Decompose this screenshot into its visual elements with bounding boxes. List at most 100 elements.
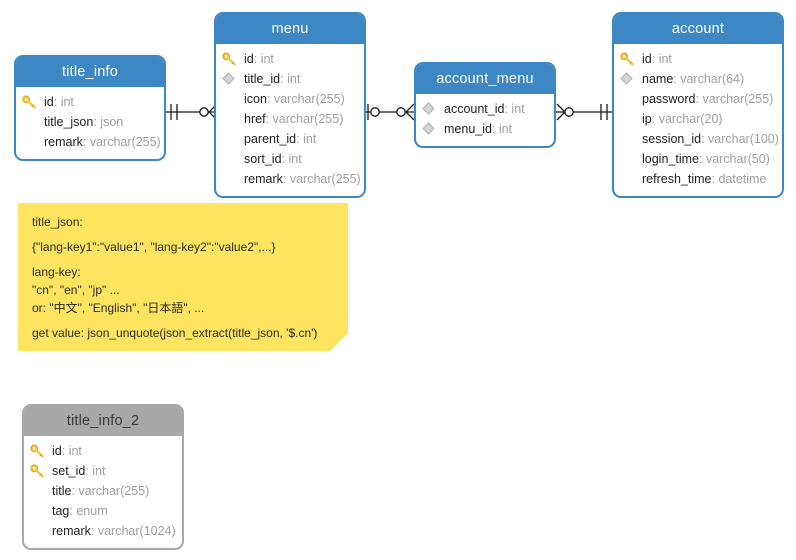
relationship-menu-account_menu[interactable] (365, 100, 415, 124)
field-type: int (287, 72, 301, 86)
field-name: menu_id (444, 122, 492, 136)
field-row[interactable]: password: varchar(255) (642, 92, 774, 106)
note-fold-icon (330, 333, 348, 351)
field-name: title_json (44, 115, 94, 129)
entity-account-header: account (614, 14, 782, 44)
note-line: title_json: (32, 215, 83, 229)
field-row[interactable]: id: int (216, 49, 364, 69)
field-row[interactable]: ip: varchar(20) (642, 112, 723, 126)
relationship-title_info-menu[interactable] (166, 100, 218, 124)
field-row[interactable]: refresh_time: datetime (642, 172, 767, 186)
field-row[interactable]: title_json: json (44, 115, 124, 129)
entity-menu-header: menu (216, 14, 364, 44)
field-row[interactable]: set_id: int (24, 461, 182, 481)
field-row[interactable]: remark: varchar(1024) (52, 524, 176, 538)
field-name: set_id (52, 464, 86, 478)
field-type: int (511, 102, 525, 116)
field-type: int (288, 152, 302, 166)
field-row[interactable]: session_id: varchar(100) (642, 132, 779, 146)
field-type: varchar(255) (702, 92, 774, 106)
field-type: int (260, 52, 274, 66)
field-type: int (498, 122, 513, 136)
field-row[interactable]: sort_id: int (244, 152, 302, 166)
field-name: id (244, 52, 254, 66)
entity-title_info-header: title_info (16, 57, 164, 87)
entity-account_menu-fields: account_id: int menu_id: int (416, 94, 554, 146)
field-type: varchar(64) (680, 72, 745, 86)
entity-menu[interactable]: menu id: int (214, 12, 366, 198)
field-row[interactable]: name: varchar(64) (614, 69, 782, 89)
field-name: login_time (642, 152, 699, 166)
note-line: lang-key: (32, 265, 81, 279)
field-row[interactable]: account_id: int (416, 99, 554, 119)
field-type: varchar(50) (705, 152, 770, 166)
field-type: json (100, 115, 124, 129)
field-type: int (60, 95, 74, 109)
entity-account-fields: id: int name: varchar(64) password: varc… (614, 44, 782, 196)
field-row[interactable]: menu_id: int (416, 119, 554, 139)
title_json-note[interactable]: title_json: {"lang-key1":"value1", "lang… (18, 203, 348, 351)
key-icon (30, 441, 48, 461)
field-type: enum (76, 504, 108, 518)
key-icon (22, 92, 40, 112)
field-name: id (52, 444, 62, 458)
field-type: int (68, 444, 82, 458)
entity-title_info_2-header: title_info_2 (24, 406, 182, 436)
field-name: ip (642, 112, 652, 126)
field-type: varchar(100) (708, 132, 779, 146)
field-row[interactable]: login_time: varchar(50) (642, 152, 770, 166)
entity-title_info-fields: id: int title_json: json remark: varchar… (16, 87, 164, 159)
field-type: int (303, 132, 317, 146)
diamond-icon (422, 119, 440, 139)
field-type: varchar(255) (289, 172, 361, 186)
field-type: varchar(1024) (97, 524, 176, 538)
field-type: varchar(255) (273, 92, 345, 106)
note-line: {"lang-key1":"value1", "lang-key2":"valu… (32, 240, 276, 254)
field-name: refresh_time (642, 172, 712, 186)
field-name: tag (52, 504, 70, 518)
field-type: varchar(20) (658, 112, 723, 126)
field-type: int (92, 464, 106, 478)
field-type: datetime (718, 172, 767, 186)
field-name: title (52, 484, 72, 498)
field-name: parent_id (244, 132, 297, 146)
field-row[interactable]: remark: varchar(255) (244, 172, 361, 186)
field-type: varchar(255) (272, 112, 344, 126)
diamond-icon (620, 69, 638, 89)
field-name: id (44, 95, 54, 109)
field-row[interactable]: parent_id: int (244, 132, 317, 146)
field-name: href (244, 112, 266, 126)
key-icon (222, 49, 240, 69)
diamond-icon (422, 99, 440, 119)
entity-account[interactable]: account id: int (612, 12, 784, 198)
entity-menu-fields: id: int title_id: int icon: varchar(255)… (216, 44, 364, 196)
entity-title_info_2[interactable]: title_info_2 id: int (22, 404, 184, 550)
crowsfoot-zero-one-to-many-icon (365, 103, 415, 121)
field-row[interactable]: id: int (16, 92, 164, 112)
field-row[interactable]: icon: varchar(255) (244, 92, 345, 106)
entity-title_info[interactable]: title_info id: int title_json: json rema… (14, 55, 166, 161)
entity-title_info_2-fields: id: int set_id: int title: varchar(255) … (24, 436, 182, 548)
field-type: varchar(255) (78, 484, 150, 498)
field-name: remark (44, 135, 83, 149)
crowsfoot-many-to-one-icon (556, 103, 614, 121)
field-name: title_id (244, 72, 281, 86)
field-row[interactable]: tag: enum (52, 504, 108, 518)
relationship-account_menu-account[interactable] (556, 100, 614, 124)
field-row[interactable]: title: varchar(255) (52, 484, 150, 498)
field-row[interactable]: id: int (24, 441, 182, 461)
key-icon (30, 461, 48, 481)
note-line: or: "中文", "English", "日本語", ... (32, 301, 205, 315)
field-row[interactable]: title_id: int (216, 69, 364, 89)
field-row[interactable]: remark: varchar(255) (44, 135, 161, 149)
field-type: int (658, 52, 672, 66)
key-icon (620, 49, 638, 69)
field-name: icon (244, 92, 267, 106)
field-name: id (642, 52, 652, 66)
crowsfoot-one-to-many-icon (166, 103, 218, 121)
field-row[interactable]: href: varchar(255) (244, 112, 344, 126)
field-row[interactable]: id: int (614, 49, 782, 69)
entity-account_menu[interactable]: account_menu account_id: int menu_id: in… (414, 62, 556, 148)
field-name: name (642, 72, 674, 86)
